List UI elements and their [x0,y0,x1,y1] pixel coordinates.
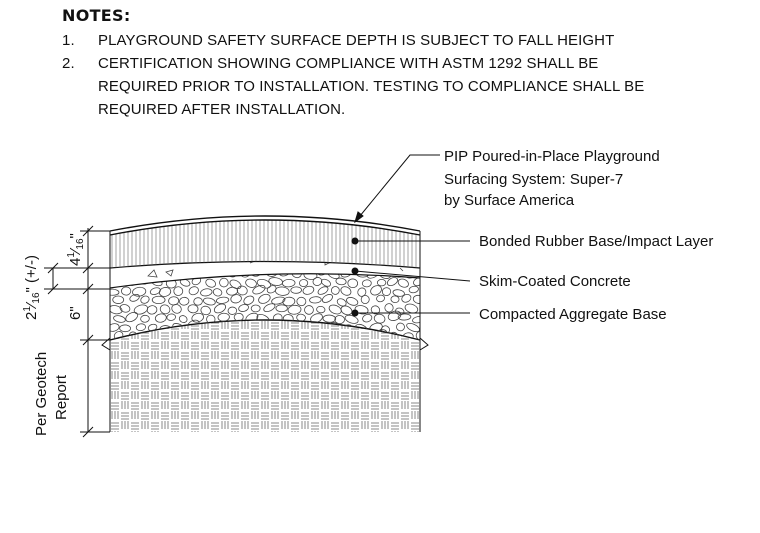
rubber-label: Bonded Rubber Base/Impact Layer [479,233,713,250]
subgrade-dimension-line2: Report [53,374,70,420]
aggregate-label: Compacted Aggregate Base [479,306,667,323]
pip-label-line2: Surfacing System: Super-7 [444,171,623,188]
notes-title: NOTES: [62,6,131,25]
dimension-lines [44,225,110,438]
note-item-2-cont-a: REQUIRED PRIOR TO INSTALLATION. TESTING … [62,75,752,98]
note-number: 1. [62,32,75,49]
subgrade-dimension-line1: Per Geotech [33,352,50,436]
pip-label-line1: PIP Poured-in-Place Playground [444,148,660,165]
total-depth-dimension: 21⁄16" (+/-) [22,255,42,320]
rubber-base-layer [109,215,421,268]
notes-block: NOTES: 1. PLAYGROUND SAFETY SURFACE DEPT… [62,6,752,121]
note-text: CERTIFICATION SHOWING COMPLIANCE WITH AS… [98,55,599,72]
note-text: REQUIRED PRIOR TO INSTALLATION. TESTING … [98,78,645,95]
pip-label-line3: by Surface America [444,192,575,209]
note-item-2-cont-b: REQUIRED AFTER INSTALLATION. [62,98,752,121]
note-number: 2. [62,55,75,72]
rubber-depth-dimension: 41⁄16" [66,233,86,266]
note-text: PLAYGROUND SAFETY SURFACE DEPTH IS SUBJE… [98,32,615,49]
leader-lines [351,154,471,317]
note-item-2: 2. CERTIFICATION SHOWING COMPLIANCE WITH… [62,52,752,75]
concrete-label: Skim-Coated Concrete [479,273,631,290]
note-text: REQUIRED AFTER INSTALLATION. [98,101,346,118]
aggregate-layer [109,273,421,340]
concrete-layer [109,260,421,288]
aggregate-depth-dimension: 6" [67,306,84,320]
note-item-1: 1. PLAYGROUND SAFETY SURFACE DEPTH IS SU… [62,29,752,52]
subgrade-layer [101,319,429,432]
